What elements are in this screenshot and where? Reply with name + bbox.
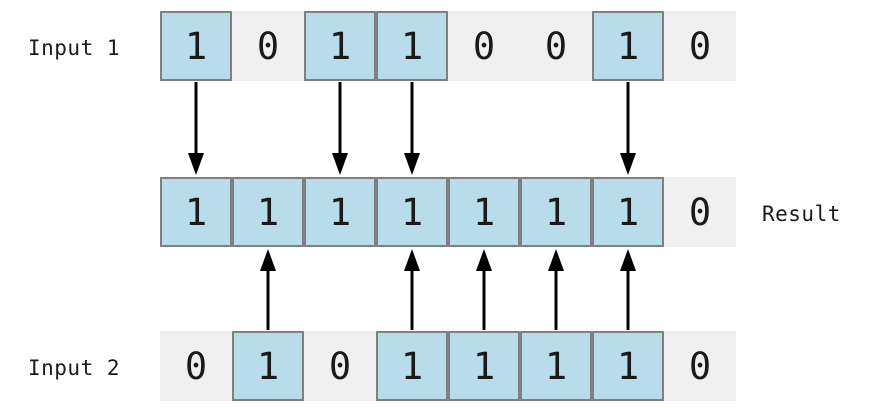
arrow-down-input1-6 <box>620 82 636 175</box>
bit-cell-input2-4: 1 <box>448 331 520 401</box>
arrow-up-input2-4 <box>476 249 492 330</box>
bit-cell-result-5: 1 <box>520 177 592 247</box>
bit-cell-input1-3: 1 <box>376 11 448 81</box>
bit-cell-input1-6: 1 <box>592 11 664 81</box>
row-label-input2: Input 2 <box>28 356 121 380</box>
bit-cell-result-6: 1 <box>592 177 664 247</box>
bit-cell-input2-7: 0 <box>664 331 736 401</box>
bit-cell-input1-2: 1 <box>304 11 376 81</box>
bit-cell-input1-5: 0 <box>520 11 592 81</box>
arrow-down-input1-0 <box>188 82 204 175</box>
bit-cell-input1-4: 0 <box>448 11 520 81</box>
bit-cell-input2-5: 1 <box>520 331 592 401</box>
arrow-up-input2-5 <box>548 249 564 330</box>
arrow-up-input2-1 <box>260 249 276 330</box>
arrow-up-input2-6 <box>620 249 636 330</box>
bit-cell-result-1: 1 <box>232 177 304 247</box>
bit-cell-result-3: 1 <box>376 177 448 247</box>
bit-cell-result-7: 0 <box>664 177 736 247</box>
bit-cell-result-4: 1 <box>448 177 520 247</box>
bit-cell-input1-7: 0 <box>664 11 736 81</box>
bit-cell-input1-0: 1 <box>160 11 232 81</box>
bit-cell-result-0: 1 <box>160 177 232 247</box>
bit-cell-input2-1: 1 <box>232 331 304 401</box>
bit-cell-result-2: 1 <box>304 177 376 247</box>
arrow-down-input1-3 <box>404 82 420 175</box>
bit-cell-input2-0: 0 <box>160 331 232 401</box>
bit-cell-input2-6: 1 <box>592 331 664 401</box>
bit-cell-input2-2: 0 <box>304 331 376 401</box>
row-label-input1: Input 1 <box>28 36 121 60</box>
bit-cell-input2-3: 1 <box>376 331 448 401</box>
arrow-up-input2-3 <box>404 249 420 330</box>
arrow-down-input1-2 <box>332 82 348 175</box>
bit-cell-input1-1: 0 <box>232 11 304 81</box>
row-label-result: Result <box>762 202 841 226</box>
